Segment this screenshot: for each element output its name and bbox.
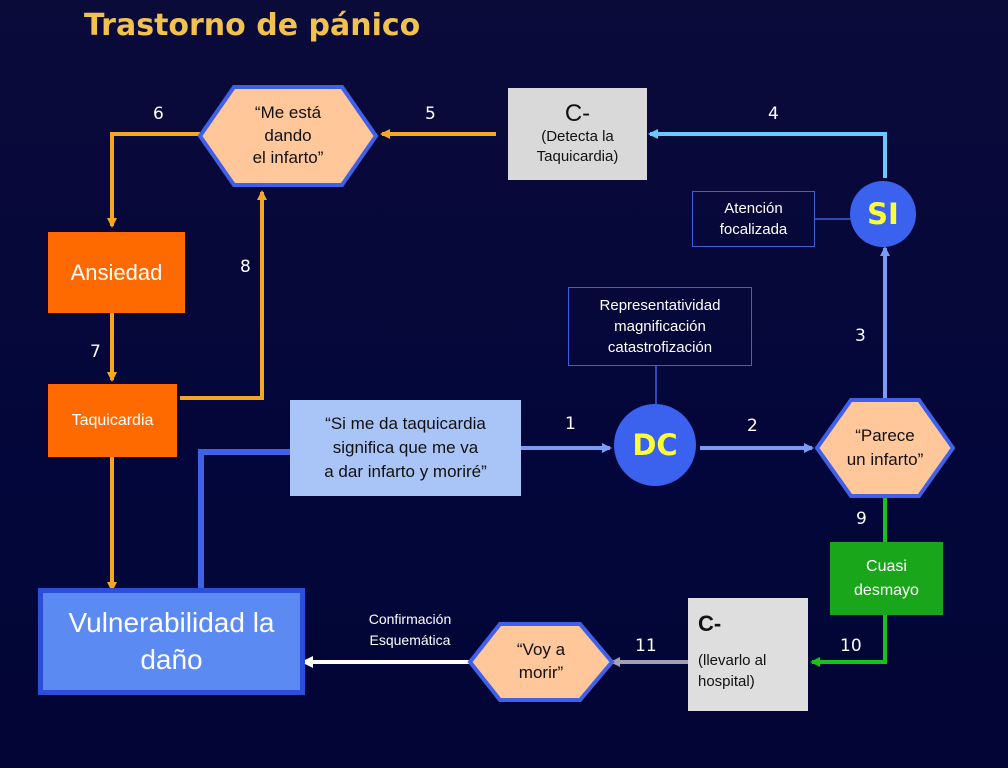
node-atencion: Atención focalizada xyxy=(692,191,815,247)
hex-me-esta xyxy=(197,85,379,187)
node-c-top: C- (Detecta la Taquicardia) xyxy=(508,88,647,180)
step-number-9: 9 xyxy=(856,509,867,529)
label-confirmacion: Confirmación Esquemática xyxy=(340,608,480,652)
node-si-me-da: “Si me da taquicardia significa que me v… xyxy=(290,400,521,496)
node-atencion-label: Atención focalizada xyxy=(719,200,788,238)
node-si-me-da-label: “Si me da taquicardia significa que me v… xyxy=(324,414,487,481)
hex-parece xyxy=(814,398,956,498)
connector-vul-si-me-da xyxy=(198,449,290,588)
node-c-bottom-body: (llevarlo al hospital) xyxy=(698,652,767,691)
arrow-4 xyxy=(648,129,887,178)
step-number-3: 3 xyxy=(855,326,866,346)
arrow-10 xyxy=(810,615,887,667)
arrow-6 xyxy=(107,132,200,228)
node-vulnerabilidad-label: Vulnerabilidad la daño xyxy=(68,607,275,675)
node-c-top-head: C- xyxy=(564,99,591,127)
node-c-top-body: (Detecta la Taquicardia) xyxy=(536,127,619,166)
step-number-1: 1 xyxy=(565,414,576,434)
node-voy-a-morir: “Voy a morir” xyxy=(476,628,606,696)
step-number-7: 7 xyxy=(90,342,101,362)
node-si-label: SI xyxy=(867,197,899,231)
node-cuasi-label: Cuasi desmayo xyxy=(854,558,919,599)
node-taquicardia-label: Taquicardia xyxy=(71,411,154,429)
arrow-8 xyxy=(180,190,267,400)
step-number-11: 11 xyxy=(635,636,657,656)
step-number-6: 6 xyxy=(153,104,164,124)
step-number-4: 4 xyxy=(768,104,779,124)
node-parece: “Parece un infarto” xyxy=(822,404,948,492)
node-vulnerabilidad: Vulnerabilidad la daño xyxy=(38,588,305,695)
node-taquicardia: Taquicardia xyxy=(48,384,177,457)
step-number-10: 10 xyxy=(840,636,862,656)
circle-si xyxy=(850,181,916,247)
node-c-bottom: C- (llevarlo al hospital) xyxy=(688,598,808,711)
node-me-esta: “Me está dando el infarto” xyxy=(210,90,366,182)
node-dc-label: DC xyxy=(632,428,678,462)
node-parece-label: “Parece un infarto” xyxy=(846,426,924,469)
node-c-bottom-head: C- xyxy=(698,611,722,636)
node-dc: DC xyxy=(614,404,696,486)
node-cuasi: Cuasi desmayo xyxy=(830,542,943,615)
step-number-2: 2 xyxy=(747,416,758,436)
node-representatividad: Representatividad magnificación catastro… xyxy=(568,287,752,366)
node-ansiedad-label: Ansiedad xyxy=(70,259,163,285)
page-title: Trastorno de pánico xyxy=(84,8,421,43)
step-number-8: 8 xyxy=(240,257,251,277)
node-ansiedad: Ansiedad xyxy=(48,232,185,313)
hex-voy-a-morir xyxy=(467,622,615,702)
node-me-esta-label: “Me está dando el infarto” xyxy=(252,102,324,168)
circle-dc xyxy=(614,404,696,486)
step-number-5: 5 xyxy=(425,104,436,124)
node-representatividad-label: Representatividad magnificación catastro… xyxy=(599,297,721,356)
node-si: SI xyxy=(850,181,916,247)
node-voy-a-morir-label: “Voy a morir” xyxy=(516,640,566,682)
label-confirmacion-text: Confirmación Esquemática xyxy=(368,611,452,648)
